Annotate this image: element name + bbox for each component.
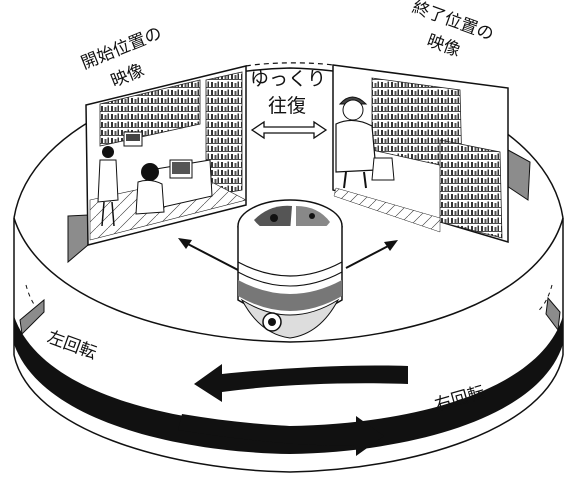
- left-rotation-label: 左回転: [44, 327, 99, 363]
- cylinder-bottom-rim: [13, 354, 564, 473]
- dome-camera-icon: [237, 199, 343, 339]
- view-arrows: [178, 238, 398, 271]
- start-image-panel: [85, 65, 247, 246]
- right-rotation-arrow: [178, 414, 384, 456]
- cylinder-top-rim-hidden: [245, 62, 334, 67]
- start-image-label-line1: 開始位置の: [78, 23, 164, 73]
- slow-label-line2: 往復: [268, 95, 306, 117]
- right-gray-panel-lower: [545, 296, 561, 332]
- rotation-band: [14, 316, 563, 454]
- left-rotation-arrow: [194, 364, 408, 402]
- slow-label-line1: ゆっくり: [250, 68, 326, 90]
- cylinder-front-rim: [13, 217, 564, 343]
- start-image-label-line2: 映像: [108, 60, 147, 91]
- left-gray-panel: [67, 214, 89, 264]
- right-gray-panel: [506, 149, 531, 201]
- cylinder-inner-dashed: [25, 284, 41, 313]
- double-arrow-icon: [250, 120, 328, 140]
- cylinder-top-rim: [13, 67, 564, 219]
- end-image-panel: [332, 64, 509, 244]
- left-gray-panel-lower: [19, 298, 45, 336]
- end-image-label-line2: 映像: [424, 31, 463, 61]
